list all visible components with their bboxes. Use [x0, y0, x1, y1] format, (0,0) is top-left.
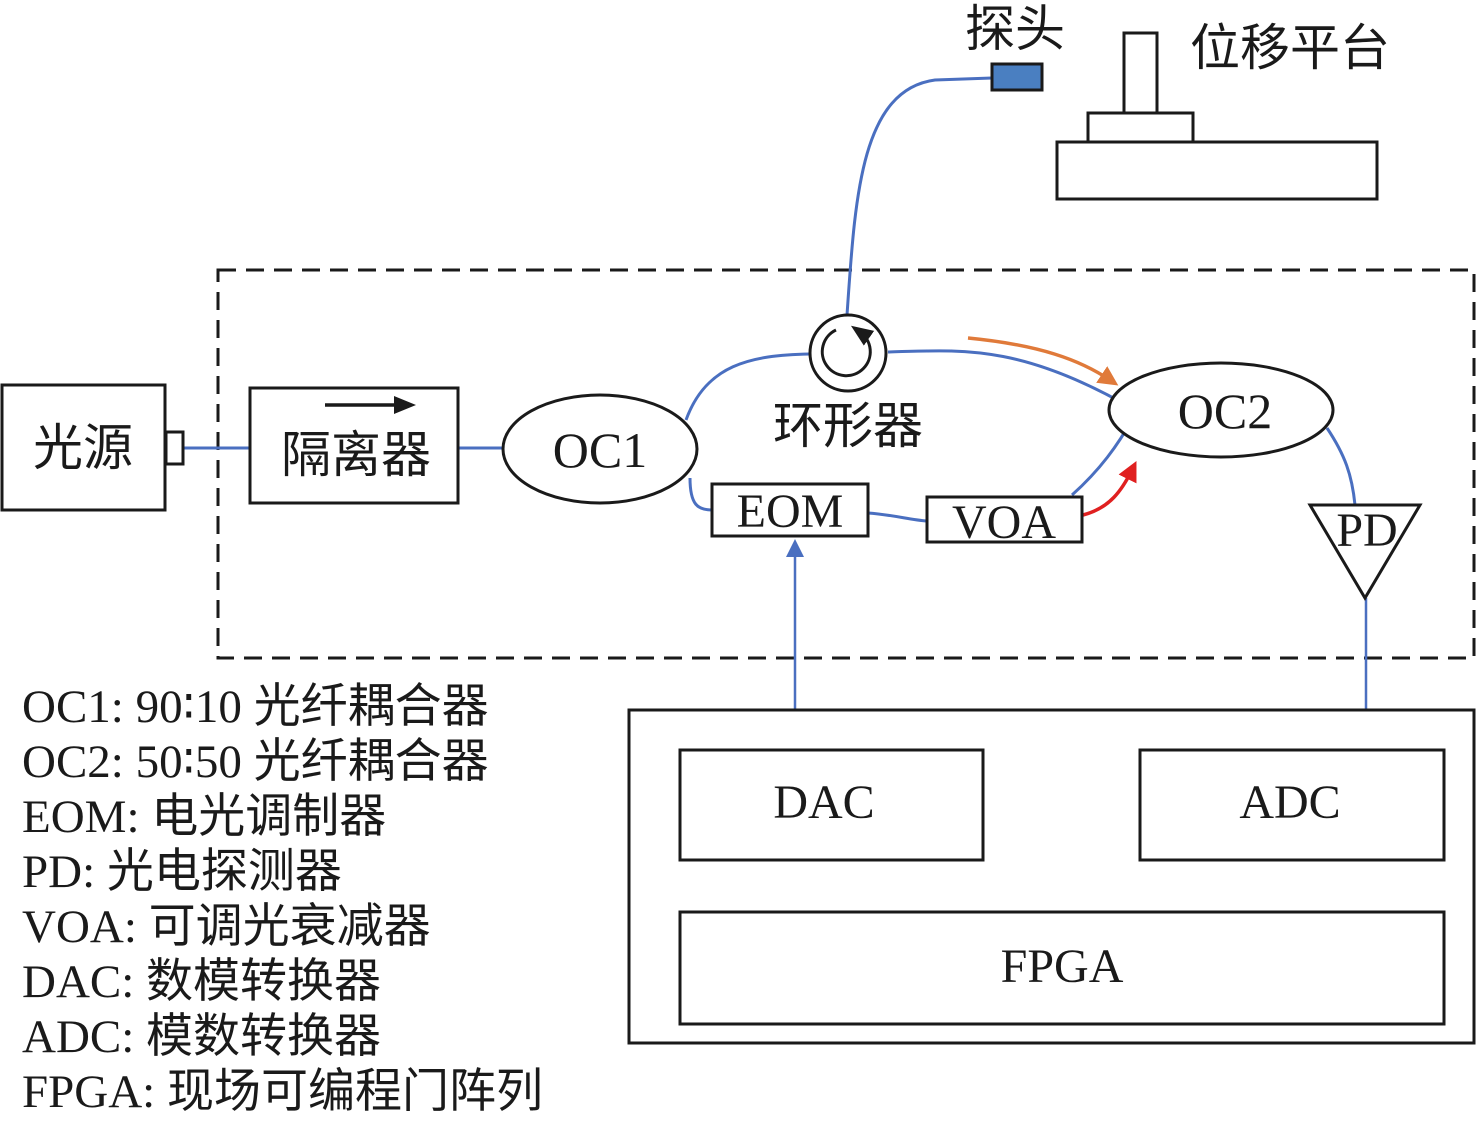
legend-item-dac: DAC: 数模转换器	[22, 956, 382, 1008]
legend-item-voa: VOA: 可调光衰减器	[22, 901, 431, 953]
stage-label: 位移平台	[1190, 20, 1390, 76]
light-source-port	[164, 430, 185, 466]
legend: OC1: 90∶10 光纤耦合器 OC2: 50∶50 光纤耦合器 EOM: 电…	[22, 680, 622, 1120]
fiber-oc2-pd	[1325, 427, 1357, 506]
dac-label: DAC	[773, 776, 874, 829]
dac-box	[678, 748, 985, 862]
fiber-circulator-probe	[845, 76, 993, 316]
arrow-reference-light	[1082, 461, 1137, 517]
legend-item-oc1: OC1: 90∶10 光纤耦合器	[22, 681, 489, 733]
light-source-box	[0, 383, 167, 512]
legend-item-oc2: OC2: 50∶50 光纤耦合器	[22, 736, 489, 788]
voa-label: VOA	[952, 496, 1056, 549]
eom-label: EOM	[737, 485, 844, 538]
isolator-box	[248, 386, 460, 505]
fiber-circulator-oc2	[887, 349, 1136, 412]
legend-item-adc: ADC: 模数转换器	[22, 1011, 382, 1063]
oc1-coupler	[501, 393, 699, 505]
arrow-reflected-light	[967, 336, 1119, 386]
circulator-arrow-icon	[820, 325, 875, 378]
legend-item-fpga: FPGA: 现场可编程门阵列	[22, 1066, 543, 1118]
pd-label: PD	[1336, 504, 1397, 557]
eom-box	[710, 482, 870, 538]
fiber-oc1-eom	[688, 477, 713, 512]
adc-label: ADC	[1239, 776, 1340, 829]
circulator-label: 环形器	[773, 398, 923, 454]
fiber-oc1-circulator	[684, 352, 811, 421]
photodetector-triangle	[1307, 503, 1423, 601]
voa-box	[925, 495, 1084, 544]
stage-base	[1055, 140, 1379, 201]
oc1-label: OC1	[553, 422, 647, 478]
fpga-label: FPGA	[1001, 940, 1124, 993]
oc2-coupler	[1107, 361, 1335, 459]
legend-item-pd: PD: 光电探测器	[22, 846, 342, 898]
isolator-label: 隔离器	[281, 427, 431, 483]
probe-label: 探头	[965, 1, 1065, 57]
optical-module-boundary	[216, 268, 1476, 660]
probe-head	[990, 62, 1044, 92]
fiber-eom-voa	[867, 511, 928, 523]
stage-rod	[1122, 31, 1159, 115]
stage-carriage	[1086, 111, 1195, 144]
fpga-box	[678, 910, 1446, 1026]
light-source-label: 光源	[33, 420, 133, 476]
adc-box	[1138, 748, 1446, 862]
oc2-label: OC2	[1178, 383, 1272, 439]
legend-item-eom: EOM: 电光调制器	[22, 791, 387, 843]
